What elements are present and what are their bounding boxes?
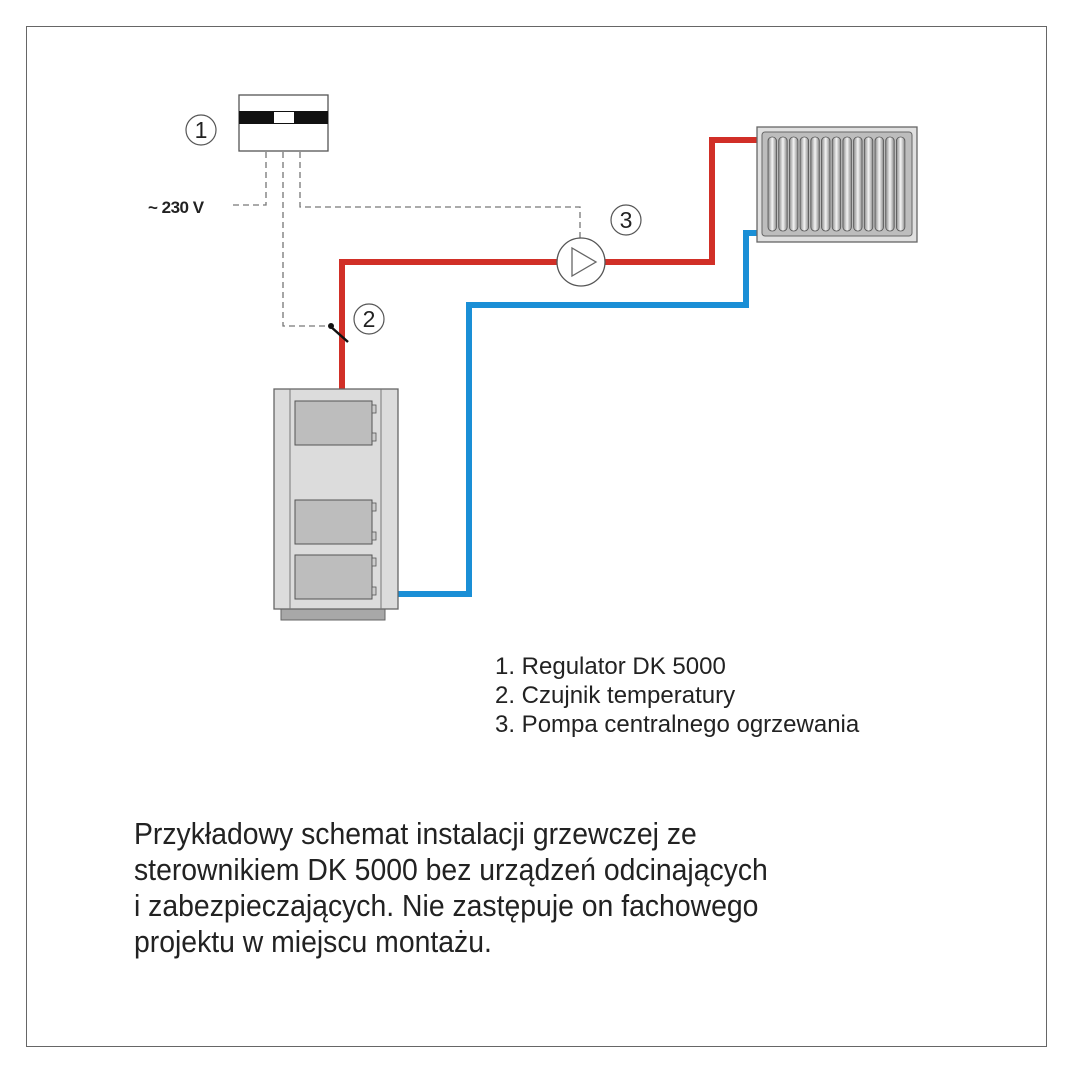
legend-item-sensor: 2. Czujnik temperatury: [495, 682, 736, 709]
radiator-fin: [799, 136, 809, 232]
radiator-fin: [863, 136, 874, 232]
radiator-fin: [767, 136, 777, 232]
radiator-fin: [810, 136, 820, 232]
radiator-fin: [842, 136, 852, 232]
radiator-fin: [778, 136, 788, 232]
callout-2: 2: [353, 303, 385, 335]
supply-pipe: [339, 137, 760, 390]
callout-2-number: 2: [363, 306, 376, 332]
caption-line: sterownikiem DK 5000 bez urządzeń odcina…: [134, 853, 768, 887]
temperature-sensor: [328, 323, 349, 343]
diagram-frame: [26, 26, 1047, 1047]
callout-3-number: 3: [620, 207, 633, 233]
regulator: [238, 94, 329, 152]
pump: [556, 237, 606, 287]
voltage-label: ~ 230 V: [148, 198, 204, 217]
caption: Przykładowy schemat instalacji grzewczej…: [134, 816, 952, 960]
boiler-door-bottom: [294, 554, 377, 600]
caption-line: i zabezpieczających. Nie zastępuje on fa…: [134, 889, 759, 923]
sensor-wire: [282, 152, 332, 327]
callout-1: 1: [185, 114, 217, 146]
radiator-fin: [885, 136, 895, 232]
caption-line: Przykładowy schemat instalacji grzewczej…: [134, 817, 697, 851]
legend: 1. Regulator DK 5000 2. Czujnik temperat…: [495, 652, 859, 739]
radiator-fin: [789, 136, 799, 232]
boiler: [273, 388, 399, 621]
legend-item-pump: 3. Pompa centralnego ogrzewania: [495, 711, 860, 738]
radiator-fin: [821, 136, 831, 232]
caption-line: projektu w miejscu montażu.: [134, 925, 492, 959]
radiator-fin: [874, 136, 884, 232]
radiator: [756, 126, 918, 243]
radiator-fin: [853, 136, 863, 232]
boiler-door-top: [294, 400, 377, 446]
callout-3: 3: [610, 204, 642, 236]
radiator-fin: [896, 136, 906, 232]
callout-1-number: 1: [195, 117, 208, 143]
legend-item-regulator: 1. Regulator DK 5000: [495, 653, 726, 680]
control-wires: [232, 152, 581, 327]
pump-wire: [299, 152, 581, 238]
boiler-door-middle: [294, 499, 377, 545]
radiator-fin: [831, 136, 842, 232]
return-pipe: [398, 230, 760, 597]
power-wire: [232, 152, 267, 206]
